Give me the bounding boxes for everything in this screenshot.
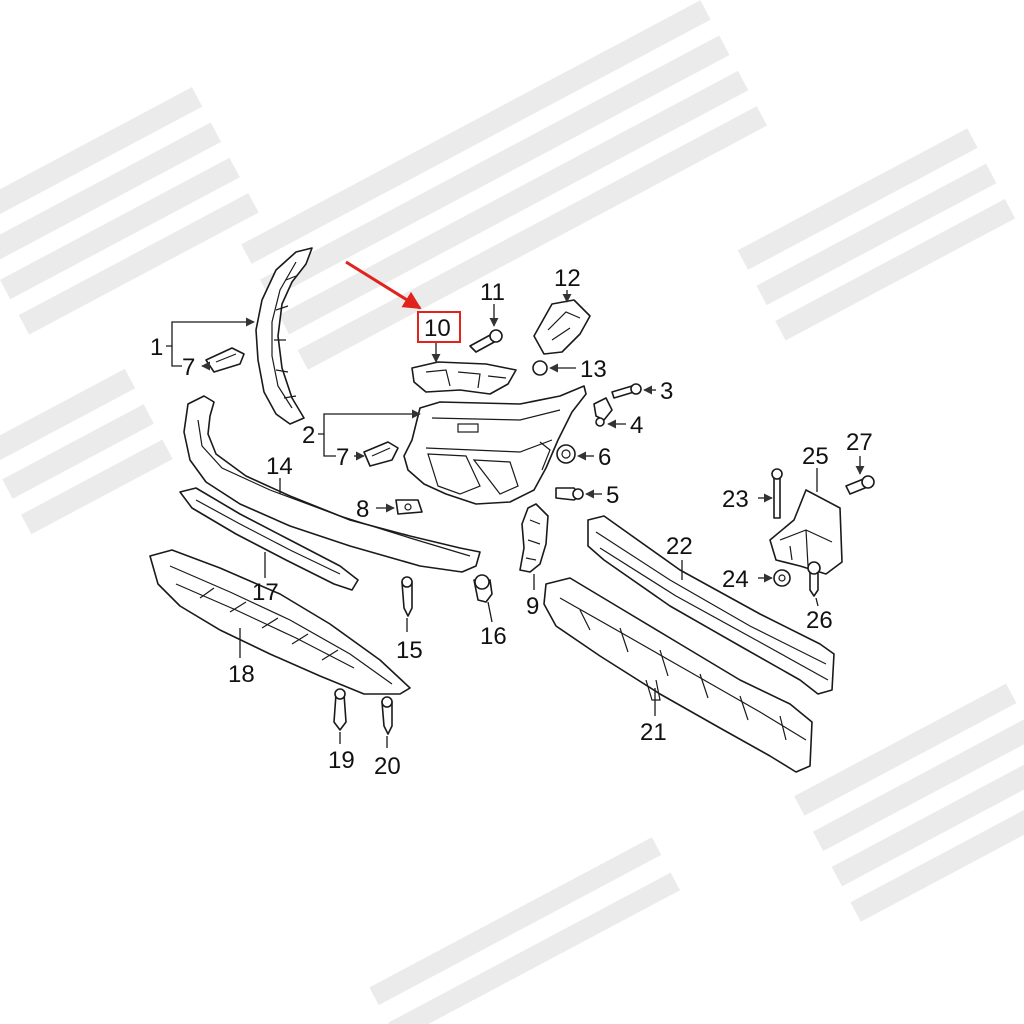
part-27-bolt <box>845 475 875 495</box>
part-26-bolt <box>807 561 821 597</box>
label-18: 18 <box>228 661 255 688</box>
part-16-screw <box>473 574 493 603</box>
part-7-cap-upper <box>205 347 245 373</box>
part-14-lower-valance <box>183 395 481 573</box>
label-7a: 7 <box>182 354 195 381</box>
part-23-bolt <box>771 468 783 519</box>
part-7-cap-lower <box>363 441 399 467</box>
label-13: 13 <box>580 356 607 383</box>
part-20-pin <box>381 696 393 735</box>
part-12-clip <box>533 299 591 355</box>
part-10-bracket <box>411 361 517 395</box>
part-3-screw <box>611 383 642 399</box>
label-2: 2 <box>302 422 315 449</box>
label-24: 24 <box>722 566 749 593</box>
label-10: 10 <box>424 315 451 342</box>
part-19-pin <box>333 688 347 731</box>
part-18-skid-plate <box>149 549 411 695</box>
part-10-highlight-arrow <box>345 260 422 310</box>
label-3: 3 <box>660 378 673 405</box>
label-16: 16 <box>480 623 507 650</box>
label-6: 6 <box>598 444 611 471</box>
part-6-nut <box>556 444 576 464</box>
part-2-fascia <box>403 385 587 505</box>
part-24-nut <box>773 569 791 587</box>
label-25: 25 <box>802 443 829 470</box>
part-10-highlight-box <box>417 311 461 343</box>
label-22: 22 <box>666 533 693 560</box>
label-21: 21 <box>640 719 667 746</box>
label-19: 19 <box>328 747 355 774</box>
label-4: 4 <box>630 412 643 439</box>
label-20: 20 <box>374 753 401 780</box>
label-27: 27 <box>846 429 873 456</box>
part-11-bolt <box>469 329 503 353</box>
leader-lines <box>166 290 865 748</box>
label-15: 15 <box>396 637 423 664</box>
part-13-nut <box>532 360 548 376</box>
part-5-bolt <box>555 487 584 501</box>
label-9: 9 <box>526 593 539 620</box>
part-1-bracket <box>255 247 313 425</box>
label-8: 8 <box>356 496 369 523</box>
part-25-bracket <box>769 489 843 575</box>
part-8-clip <box>395 499 423 515</box>
label-1: 1 <box>150 334 163 361</box>
label-23: 23 <box>722 486 749 513</box>
part-15-pin <box>401 576 413 617</box>
part-9-bracket <box>519 503 549 573</box>
part-21-absorber <box>543 577 813 773</box>
label-14: 14 <box>266 453 293 480</box>
label-11: 11 <box>480 279 505 306</box>
part-22-reinforcement <box>587 515 835 695</box>
label-17: 17 <box>252 579 279 606</box>
label-5: 5 <box>606 482 619 509</box>
part-17-strip <box>179 487 359 591</box>
label-7b: 7 <box>336 444 349 471</box>
part-labels: 1 7 2 7 10 11 12 13 3 4 6 5 8 9 14 17 18… <box>150 265 873 780</box>
part-4-clip <box>593 397 613 427</box>
label-12: 12 <box>554 265 581 292</box>
label-26: 26 <box>806 607 833 634</box>
